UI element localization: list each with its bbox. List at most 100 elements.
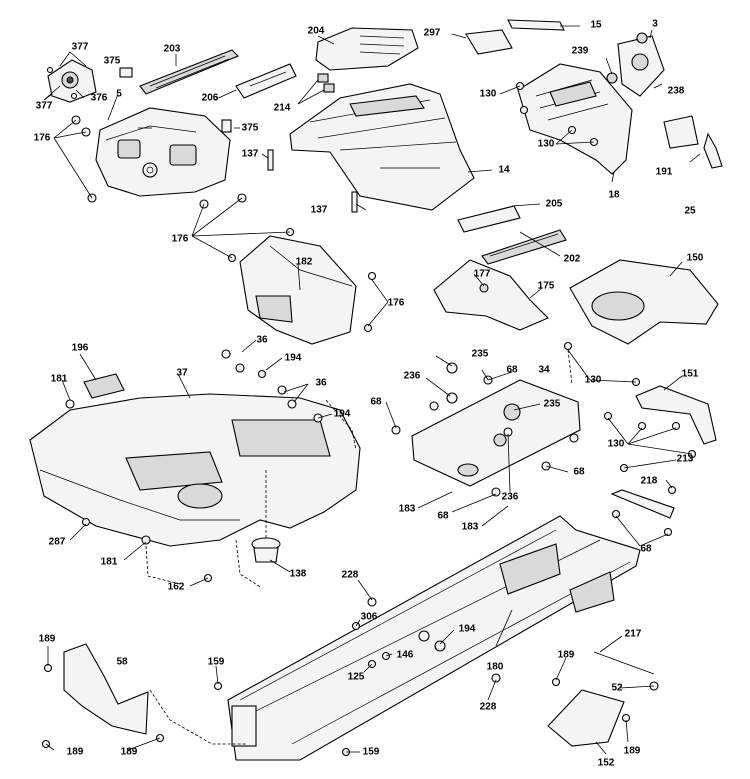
callout-label: 137 xyxy=(310,204,328,216)
clip-part xyxy=(317,73,329,83)
callout-label: 287 xyxy=(48,536,66,548)
callout-label: 194 xyxy=(284,352,302,364)
pin-part xyxy=(351,191,358,213)
callout-label: 52 xyxy=(611,682,623,694)
callout-label: 375 xyxy=(241,122,259,134)
pin-part xyxy=(267,149,274,171)
callout-label: 130 xyxy=(584,374,602,386)
callout-label: 130 xyxy=(537,138,555,150)
bracket-part xyxy=(433,259,549,331)
lens-part xyxy=(235,63,297,99)
callout-label: 125 xyxy=(347,671,365,683)
weight-part xyxy=(465,29,513,55)
callout-label: 218 xyxy=(640,475,658,487)
rod-part xyxy=(593,651,655,675)
callout-label: 377 xyxy=(35,100,53,112)
callout-label: 228 xyxy=(479,701,497,713)
leader-lines xyxy=(43,25,701,755)
hood-part xyxy=(289,83,475,211)
bar-part xyxy=(610,489,675,519)
callout-label: 150 xyxy=(686,252,704,264)
callout-label: 239 xyxy=(571,45,589,57)
front-panel-part xyxy=(517,63,633,175)
callout-label: 25 xyxy=(684,205,696,217)
callout-label: 191 xyxy=(655,166,673,178)
callout-label: 137 xyxy=(241,148,259,160)
callout-label: 151 xyxy=(681,368,699,380)
grille-mesh-part xyxy=(481,229,567,265)
bracket-assembly-part xyxy=(635,385,717,445)
callout-label: 203 xyxy=(163,43,181,55)
callout-label: 180 xyxy=(486,661,504,673)
callout-label: 206 xyxy=(201,92,219,104)
frame-part xyxy=(227,515,641,761)
plate-part xyxy=(83,373,125,399)
hood-top-part xyxy=(315,27,419,71)
callout-label: 205 xyxy=(545,198,563,210)
callout-label: 37 xyxy=(176,367,188,379)
callout-label: 189 xyxy=(66,746,84,758)
callout-label: 213 xyxy=(676,453,694,465)
callout-label: 235 xyxy=(543,398,561,410)
callout-label: 3 xyxy=(652,18,658,30)
callout-label: 68 xyxy=(370,396,382,408)
callout-label: 183 xyxy=(398,503,416,515)
callout-label: 159 xyxy=(362,746,380,758)
callout-label: 194 xyxy=(333,408,351,420)
callout-label: 236 xyxy=(501,491,519,503)
callout-label: 189 xyxy=(120,746,138,758)
pedal-plate-part xyxy=(411,379,581,487)
callout-label: 228 xyxy=(341,569,359,581)
callout-label: 175 xyxy=(537,280,555,292)
callout-label: 189 xyxy=(623,745,641,757)
callout-label: 68 xyxy=(437,510,449,522)
callout-label: 176 xyxy=(33,132,51,144)
callout-label: 202 xyxy=(563,253,581,265)
shield-part xyxy=(547,689,625,747)
callout-label: 14 xyxy=(498,164,510,176)
callout-label: 58 xyxy=(116,656,128,668)
callout-label: 36 xyxy=(315,377,327,389)
callout-label: 162 xyxy=(167,581,185,593)
callout-label: 377 xyxy=(71,41,89,53)
callout-label: 238 xyxy=(667,85,685,97)
callout-label: 138 xyxy=(289,568,307,580)
foam-part xyxy=(663,115,699,149)
cup-part xyxy=(251,537,281,563)
callout-label: 217 xyxy=(624,628,642,640)
callout-label: 196 xyxy=(71,342,89,354)
dashed-guide-lines xyxy=(145,349,573,745)
headlight-part xyxy=(617,32,665,97)
callout-label: 235 xyxy=(471,348,489,360)
callout-label: 194 xyxy=(458,623,476,635)
dash-panel-part xyxy=(95,107,231,197)
console-part xyxy=(239,235,357,345)
callout-label: 68 xyxy=(573,466,585,478)
callout-label: 15 xyxy=(590,19,602,31)
grille-part xyxy=(457,205,521,233)
callout-label: 130 xyxy=(607,438,625,450)
callout-label: 297 xyxy=(423,27,441,39)
callout-label: 376 xyxy=(90,92,108,104)
callout-label: 204 xyxy=(307,25,325,37)
callout-label: 146 xyxy=(396,649,414,661)
callout-label: 5 xyxy=(116,88,122,100)
callout-label: 214 xyxy=(273,102,291,114)
hardware-fasteners xyxy=(41,81,697,757)
callout-label: 183 xyxy=(461,521,479,533)
callout-label: 152 xyxy=(597,757,615,769)
grille-insert-part xyxy=(139,49,239,95)
callout-label: 159 xyxy=(207,656,225,668)
callout-label: 375 xyxy=(103,55,121,67)
callout-label: 182 xyxy=(295,256,313,268)
callout-label: 34 xyxy=(538,364,550,376)
callout-label: 306 xyxy=(360,611,378,623)
callout-label: 189 xyxy=(557,649,575,661)
callout-label: 176 xyxy=(387,297,405,309)
clip-part xyxy=(323,83,335,93)
callout-label: 236 xyxy=(403,370,421,382)
ignition-bracket-part xyxy=(46,59,97,103)
callout-label: 18 xyxy=(608,189,620,201)
spacer-part xyxy=(119,67,133,78)
